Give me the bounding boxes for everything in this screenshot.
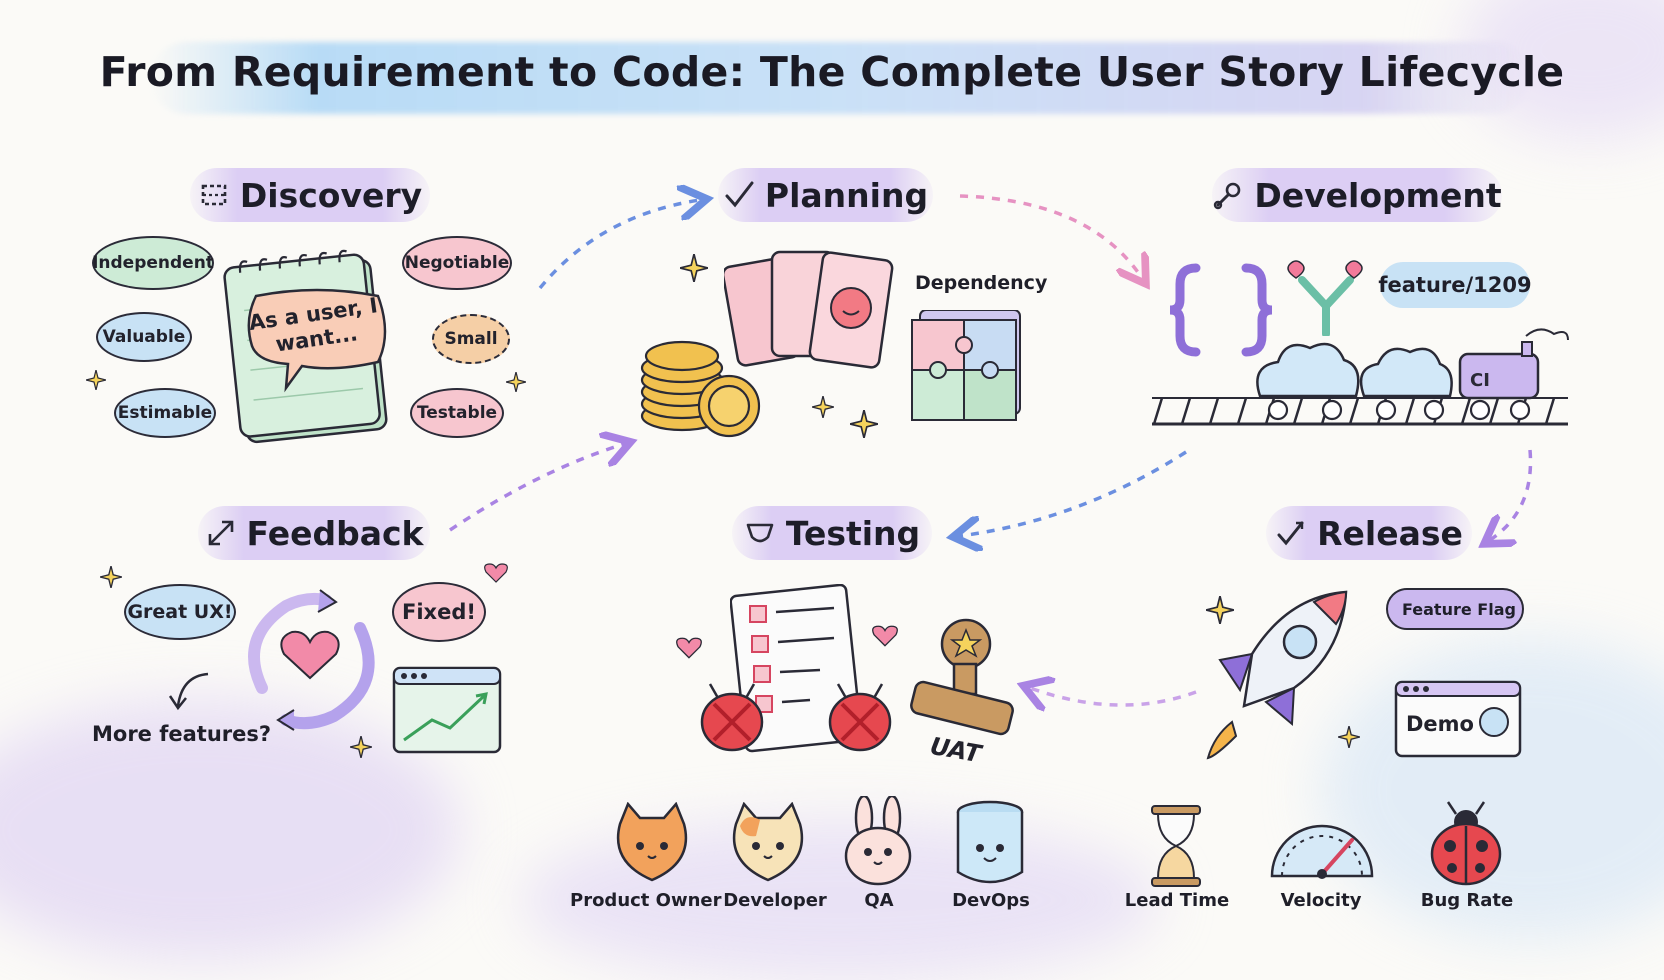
- demo-window: [1394, 680, 1522, 758]
- feature-flag-label: Feature Flag: [1402, 599, 1516, 619]
- coin-stack-illustration: [640, 340, 761, 438]
- invest-testable: Testable: [410, 388, 504, 438]
- sparkle-icon: [1206, 596, 1234, 624]
- jar-icon: [956, 800, 1024, 884]
- sparkle-icon: [350, 736, 372, 758]
- diagonal-arrows-icon: [208, 520, 233, 546]
- invest-small: Small: [432, 314, 510, 364]
- stage-feedback: Feedback: [198, 506, 430, 560]
- branch-label: feature/1209: [1378, 273, 1532, 297]
- sparkle-icon: [100, 566, 122, 588]
- arrow-discovery-to-planning: [538, 200, 700, 290]
- more-features-label: More features?: [92, 722, 272, 746]
- sparkle-icon: [680, 254, 708, 282]
- chart-window-illustration: [392, 666, 502, 754]
- checklist-illustration: [730, 584, 863, 753]
- demo-label: Demo: [1406, 712, 1474, 736]
- title-band: [150, 42, 1530, 114]
- stage-release-label: Release: [1317, 513, 1463, 553]
- stage-planning-label: Planning: [764, 175, 929, 215]
- feedback-loop-icon: [248, 589, 375, 731]
- invest-valuable: Valuable: [96, 312, 192, 362]
- ci-train-illustration: [1152, 328, 1569, 426]
- stage-planning: Planning: [718, 168, 933, 222]
- invest-independent: Independent: [92, 236, 214, 290]
- feedback-bubble-fixed: Fixed!: [392, 582, 486, 642]
- shield-icon: [746, 523, 774, 543]
- metric-velocity: Velocity: [1280, 890, 1362, 911]
- checkmark-icon: [725, 181, 754, 208]
- puzzle-illustration: [911, 310, 1021, 421]
- planning-cards-illustration: [724, 250, 894, 369]
- git-merge-icon: [1287, 260, 1363, 336]
- arrow-planning-to-development: [959, 194, 1142, 278]
- uat-stamp-illustration: [910, 618, 1014, 736]
- sparkle-icon: [86, 370, 106, 390]
- arrow-feedback-to-planning: [449, 444, 624, 532]
- flow-arrows: [449, 0, 1533, 928]
- persona-qa: QA: [864, 890, 894, 911]
- stage-discovery: Discovery: [190, 168, 430, 222]
- page-title: From Requirement to Code: The Complete U…: [99, 48, 1565, 96]
- curved-arrow-icon: [168, 672, 209, 711]
- feedback-bubble-great-ux: Great UX!: [124, 584, 236, 640]
- stage-development-label: Development: [1254, 175, 1502, 215]
- code-braces-icon: [1169, 263, 1273, 357]
- check-arrow-icon: [1277, 521, 1304, 546]
- bg-wash-left: [0, 700, 460, 960]
- arrow-release-to-testing: [1030, 688, 1197, 705]
- ci-label: CI: [1470, 370, 1490, 391]
- stage-testing-label: Testing: [785, 513, 921, 553]
- hourglass-icon: [1151, 805, 1201, 887]
- stage-feedback-label: Feedback: [246, 513, 424, 553]
- cat-orange-icon: [616, 802, 688, 882]
- arrow-development-to-release: [1490, 449, 1533, 540]
- sparkle-icon: [812, 396, 834, 418]
- metric-bug-rate: Bug Rate: [1420, 890, 1514, 911]
- heart-icon: [484, 563, 508, 583]
- bunny-icon: [844, 796, 912, 886]
- ladybug-icon: [1430, 801, 1502, 886]
- story-note-bubble: [247, 288, 387, 393]
- heart-icon: [676, 637, 702, 659]
- sparkle-icon: [506, 372, 526, 392]
- rocket-illustration: [1206, 590, 1348, 760]
- dependency-label: Dependency: [915, 272, 1048, 294]
- speedometer-icon: [1270, 824, 1374, 879]
- heart-icon: [872, 625, 898, 647]
- branch-tag: feature/1209: [1378, 262, 1532, 308]
- bug-icon: [700, 683, 764, 752]
- invest-estimable: Estimable: [114, 388, 216, 438]
- sparkle-icon: [1338, 726, 1360, 748]
- stage-development: Development: [1212, 168, 1502, 222]
- stage-discovery-label: Discovery: [239, 175, 423, 215]
- persona-developer: Developer: [723, 890, 827, 911]
- stage-release: Release: [1266, 506, 1472, 560]
- sparkle-icon: [850, 410, 878, 438]
- metric-lead-time: Lead Time: [1124, 890, 1230, 911]
- stage-testing: Testing: [732, 506, 932, 560]
- persona-devops: DevOps: [952, 890, 1030, 911]
- invest-negotiable: Negotiable: [402, 236, 512, 290]
- feature-flag-toggle[interactable]: Feature Flag: [1386, 588, 1524, 630]
- arrow-development-to-testing: [960, 450, 1187, 536]
- wrench-icon: [1214, 182, 1241, 210]
- persona-product-owner: Product Owner: [570, 890, 722, 911]
- bug-icon: [828, 683, 892, 752]
- dashed-square-icon: [201, 184, 227, 206]
- cat-calico-icon: [732, 802, 804, 882]
